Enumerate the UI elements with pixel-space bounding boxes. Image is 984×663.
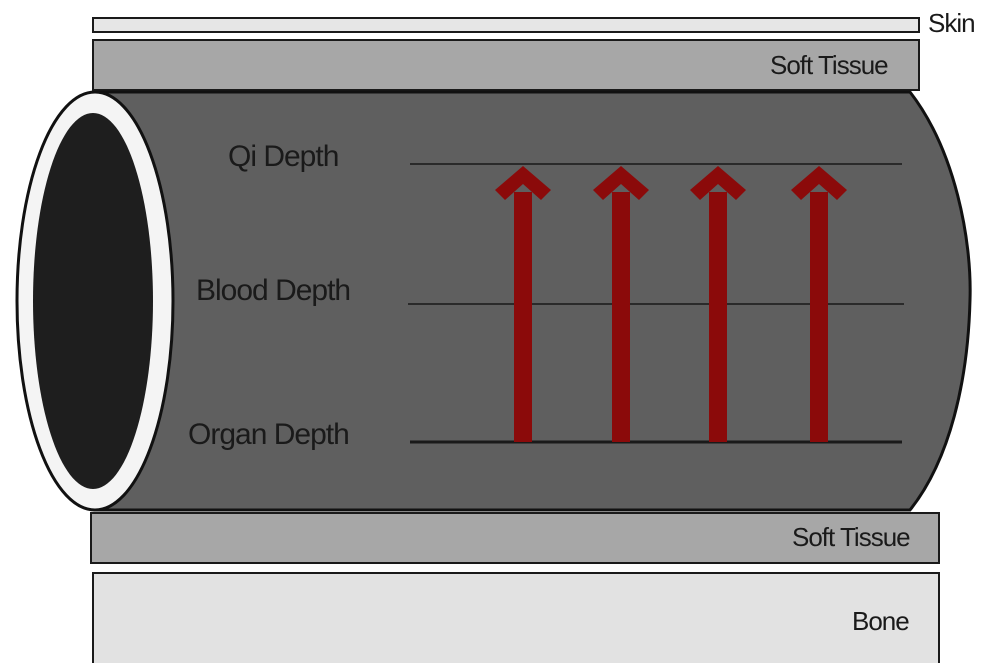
arrow: [690, 166, 746, 442]
qi-depth-label: Qi Depth: [228, 140, 339, 173]
soft-tissue-bottom-layer: [90, 512, 940, 564]
bone-label: Bone: [852, 606, 910, 636]
bone-layer: [92, 572, 940, 663]
arrow: [495, 166, 551, 442]
blood-depth-label: Blood Depth: [196, 274, 351, 307]
vessel-lumen: [33, 113, 153, 489]
arrow: [593, 166, 649, 442]
arrow: [791, 166, 847, 442]
vessel-body: [93, 90, 972, 512]
skin-layer: [92, 17, 920, 33]
organ-depth-label: Organ Depth: [188, 418, 350, 451]
soft-tissue-bottom-label: Soft Tissue: [792, 522, 911, 552]
soft-tissue-top-layer: [92, 39, 920, 91]
soft-tissue-top-label: Soft Tissue: [770, 50, 889, 80]
skin-label: Skin: [928, 8, 976, 38]
